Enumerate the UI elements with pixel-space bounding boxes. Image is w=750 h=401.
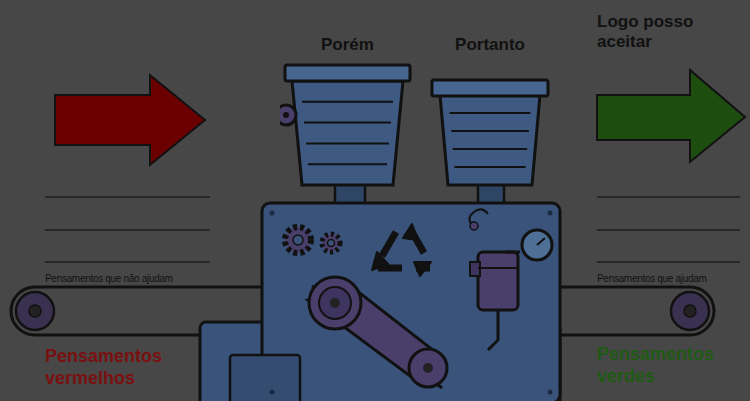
hopper-heading: Portanto <box>430 35 550 55</box>
valve-wheel <box>280 105 296 125</box>
line-caption: Pensamentos que não ajudam <box>45 273 215 285</box>
hopper-shape <box>280 35 415 187</box>
gears <box>285 227 340 253</box>
hopper-shape <box>430 35 550 187</box>
hopper-line <box>453 148 527 150</box>
hopper-line <box>304 122 391 124</box>
recycle-symbol <box>372 224 431 276</box>
green-arrow <box>597 70 745 162</box>
motor <box>469 209 552 350</box>
hopper: Porém <box>280 35 415 187</box>
valve-hub <box>283 112 289 118</box>
hopper-line <box>306 142 389 144</box>
hopper-body <box>440 95 540 185</box>
hopper-line <box>302 101 393 103</box>
hopper-rim <box>432 80 548 96</box>
belt-drive <box>308 277 447 388</box>
hopper-body <box>292 81 403 185</box>
hopper-line <box>450 112 531 114</box>
machine-body <box>200 182 560 401</box>
hopper-line <box>454 166 525 168</box>
hopper-heading: Porém <box>280 35 415 55</box>
conclusion-heading: Logo posso aceitar <box>597 12 747 52</box>
hopper: Portanto <box>430 35 550 187</box>
line-caption: Pensamentos que ajudam <box>597 273 747 285</box>
hopper-line <box>308 163 387 165</box>
hopper-line <box>451 130 529 132</box>
hopper-rim <box>285 65 410 81</box>
red-arrow <box>55 75 205 165</box>
red-thoughts-title: Pensamentos vermelhos <box>45 345 235 389</box>
green-thoughts-title: Pensamentos verdes <box>597 343 747 387</box>
